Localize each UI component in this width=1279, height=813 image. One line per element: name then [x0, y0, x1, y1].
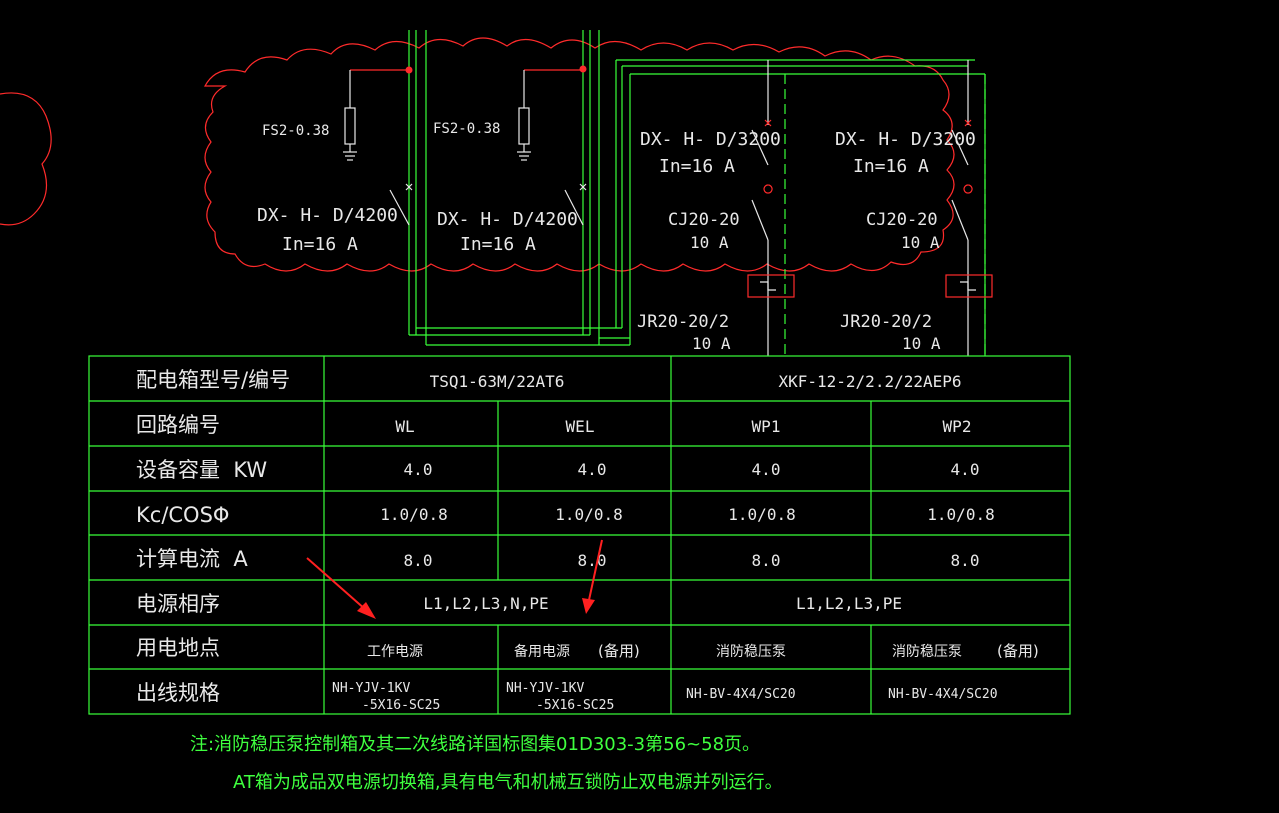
- cell-location: 消防稳压泵: [892, 644, 962, 660]
- contactor-wp1-rating: 10 A: [690, 233, 729, 252]
- contactor-wp2-model: CJ20-20: [866, 210, 938, 230]
- breaker-wp1-rating: In=16 A: [659, 156, 735, 177]
- cell-cable-line1: NH-BV-4X4/SC20: [686, 687, 796, 702]
- cell-cable-line1: NH-BV-4X4/SC20: [888, 687, 998, 702]
- row-label-location: 用电地点: [136, 636, 220, 660]
- cell-circuit-no: WP1: [752, 417, 781, 436]
- contactor-wp2-rating: 10 A: [901, 233, 940, 252]
- relay-wp2-model: JR20-20/2: [840, 312, 932, 332]
- note-line-1: 注:消防稳压泵控制箱及其二次线路详国标图集01D303-3第56~58页。: [190, 734, 760, 755]
- breaker-symbol-wl: [389, 183, 413, 226]
- spd-branch-2: [517, 65, 587, 161]
- cell-current: 8.0: [404, 551, 433, 570]
- row-label-current: 计算电流 A: [136, 547, 248, 571]
- wp2-branch: [945, 60, 993, 356]
- cell-kc-cos: 1.0/0.8: [927, 505, 994, 524]
- cell-capacity: 4.0: [404, 460, 433, 479]
- cell-location: 工作电源: [367, 644, 423, 660]
- table-circuit-wp1: WP1 4.0 1.0/0.8 8.0 消防稳压泵 NH-BV-4X4/SC20: [686, 417, 796, 702]
- phase-box-1: L1,L2,L3,N,PE: [423, 594, 548, 613]
- table-circuit-wl: WL 4.0 1.0/0.8 8.0 工作电源 NH-YJV-1KV -5X16…: [332, 417, 448, 713]
- arrow-annotation-2: [582, 539, 603, 614]
- cell-cable-line2: -5X16-SC25: [362, 698, 440, 713]
- breaker-wp1-model: DX- H- D/3200: [640, 129, 781, 150]
- cell-location: 备用电源: [514, 643, 570, 660]
- row-label-phase: 电源相序: [136, 592, 220, 616]
- breaker-wl-rating: In=16 A: [282, 234, 358, 255]
- cell-kc-cos: 1.0/0.8: [380, 505, 447, 524]
- cell-circuit-no: WL: [395, 417, 414, 436]
- cell-capacity: 4.0: [752, 460, 781, 479]
- revision-cloud-main: [203, 37, 955, 272]
- table-row-labels: 配电箱型号/编号 回路编号 设备容量 KW Kc/COSΦ 计算电流 A 电源相…: [136, 368, 290, 705]
- cell-kc-cos: 1.0/0.8: [555, 505, 622, 524]
- cell-location: 消防稳压泵: [716, 644, 786, 660]
- row-label-circuit-no: 回路编号: [136, 413, 220, 437]
- breaker-wl-model: DX- H- D/4200: [257, 205, 398, 226]
- drawing-notes: 注:消防稳压泵控制箱及其二次线路详国标图集01D303-3第56~58页。 AT…: [190, 734, 783, 793]
- box-model-2: XKF-12-2/2.2/22AEP6: [778, 372, 961, 391]
- breaker-wp2-rating: In=16 A: [853, 156, 929, 177]
- arrow-annotation-1: [306, 557, 376, 619]
- distribution-table-grid: [88, 355, 1071, 715]
- spd-branch-1: [343, 66, 413, 161]
- cell-cable-line1: NH-YJV-1KV: [332, 681, 410, 696]
- cell-cable-line2: -5X16-SC25: [536, 698, 614, 713]
- breaker-wel-model: DX- H- D/4200: [437, 209, 578, 230]
- cell-circuit-no: WEL: [566, 417, 595, 436]
- cell-current: 8.0: [752, 551, 781, 570]
- busbar-lines: [408, 30, 986, 356]
- wp1-branch: [747, 60, 795, 356]
- spd-label-1: FS2-0.38: [262, 123, 329, 139]
- breaker-symbol-wel: [564, 183, 587, 226]
- table-phases: L1,L2,L3,N,PE L1,L2,L3,PE: [423, 594, 902, 613]
- cell-circuit-no: WP2: [943, 417, 972, 436]
- table-circuit-wel: WEL 4.0 1.0/0.8 8.0 备用电源 (备用) NH-YJV-1KV…: [506, 417, 640, 713]
- annotation-arrows: [306, 539, 603, 619]
- phase-box-2: L1,L2,L3,PE: [796, 594, 902, 613]
- revision-cloud-left: [0, 92, 52, 226]
- row-label-box-model: 配电箱型号/编号: [136, 368, 290, 392]
- cell-location-note: (备用): [598, 642, 640, 660]
- breaker-wp2-model: DX- H- D/3200: [835, 129, 976, 150]
- row-label-cable: 出线规格: [136, 681, 220, 705]
- relay-wp1-model: JR20-20/2: [637, 312, 729, 332]
- note-line-2: AT箱为成品双电源切换箱,具有电气和机械互锁防止双电源并列运行。: [233, 772, 783, 793]
- relay-wp2-rating: 10 A: [902, 334, 941, 353]
- table-box-models: TSQ1-63M/22AT6 XKF-12-2/2.2/22AEP6: [430, 372, 962, 391]
- schematic-labels: FS2-0.38 FS2-0.38 DX- H- D/4200 In=16 A …: [257, 121, 976, 353]
- cell-capacity: 4.0: [951, 460, 980, 479]
- cell-current: 8.0: [578, 551, 607, 570]
- breaker-wel-rating: In=16 A: [460, 234, 536, 255]
- cell-current: 8.0: [951, 551, 980, 570]
- row-label-kc-cos: Kc/COSΦ: [136, 503, 229, 527]
- relay-wp1-rating: 10 A: [692, 334, 731, 353]
- cell-kc-cos: 1.0/0.8: [728, 505, 795, 524]
- spd-label-2: FS2-0.38: [433, 121, 500, 137]
- table-circuit-wp2: WP2 4.0 1.0/0.8 8.0 消防稳压泵 (备用) NH-BV-4X4…: [888, 417, 1039, 702]
- cell-location-note: (备用): [997, 642, 1039, 660]
- cell-capacity: 4.0: [578, 460, 607, 479]
- row-label-capacity: 设备容量 KW: [136, 458, 267, 482]
- cell-cable-line1: NH-YJV-1KV: [506, 681, 584, 696]
- contactor-wp1-model: CJ20-20: [668, 210, 740, 230]
- box-model-1: TSQ1-63M/22AT6: [430, 372, 565, 391]
